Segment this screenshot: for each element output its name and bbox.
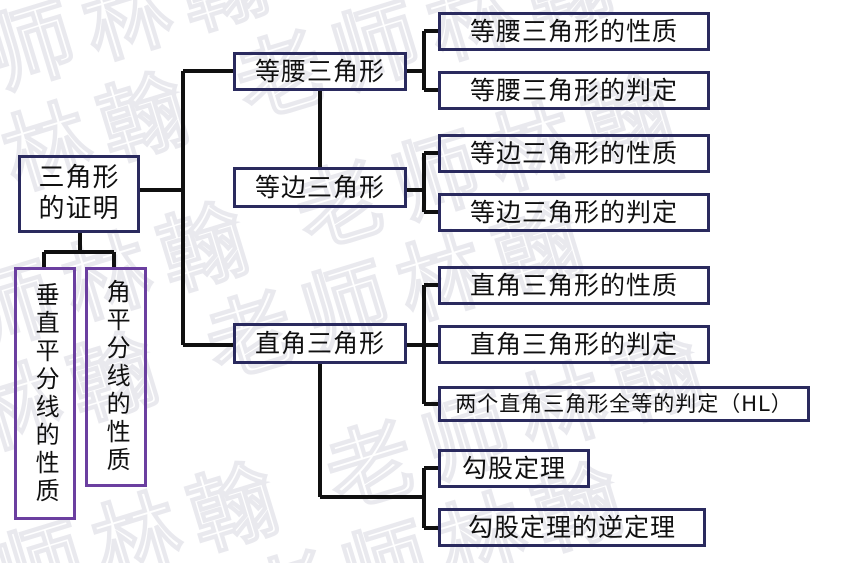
node-right-triangle[interactable]: 直角三角形 [233, 323, 407, 364]
node-root-label: 三角形 的证明 [38, 163, 120, 224]
node-isosceles-triangle-determination[interactable]: 等腰三角形的判定 [438, 71, 710, 110]
node-label: 等边三角形的判定 [469, 197, 678, 227]
node-label: 直角三角形的判定 [469, 329, 678, 359]
node-label: 等腰三角形的判定 [469, 75, 678, 105]
node-pythagorean-converse-theorem[interactable]: 勾股定理的逆定理 [438, 508, 706, 547]
node-root[interactable]: 三角形 的证明 [18, 155, 140, 233]
node-label: 勾股定理 [461, 453, 566, 483]
node-label: 等边三角形的性质 [469, 138, 678, 168]
node-angle-bisector-property[interactable]: 角平分线的性质 [85, 267, 147, 487]
node-label: 直角三角形的性质 [469, 270, 678, 300]
node-pythagorean-theorem[interactable]: 勾股定理 [438, 449, 590, 488]
node-equilateral-triangle-determination[interactable]: 等边三角形的判定 [438, 193, 710, 232]
node-right-triangle-property[interactable]: 直角三角形的性质 [438, 266, 710, 305]
node-perpendicular-bisector-property[interactable]: 垂直平分线的性质 [14, 267, 76, 520]
node-isosceles-triangle-property[interactable]: 等腰三角形的性质 [438, 12, 710, 51]
node-label: 两个直角三角形全等的判定（HL） [455, 391, 793, 416]
node-label: 等腰三角形 [254, 56, 385, 86]
node-hl-congruence-determination[interactable]: 两个直角三角形全等的判定（HL） [438, 386, 810, 422]
node-label: 勾股定理的逆定理 [467, 512, 676, 542]
node-label: 直角三角形 [254, 328, 385, 358]
node-isosceles-triangle[interactable]: 等腰三角形 [233, 52, 407, 91]
node-label: 等腰三角形的性质 [469, 16, 678, 46]
node-equilateral-triangle-property[interactable]: 等边三角形的性质 [438, 134, 710, 173]
node-label: 垂直平分线的性质 [31, 281, 60, 506]
node-equilateral-triangle[interactable]: 等边三角形 [233, 167, 407, 208]
node-label: 角平分线的性质 [102, 279, 131, 475]
node-label: 等边三角形 [254, 172, 385, 202]
node-right-triangle-determination[interactable]: 直角三角形的判定 [438, 325, 710, 364]
